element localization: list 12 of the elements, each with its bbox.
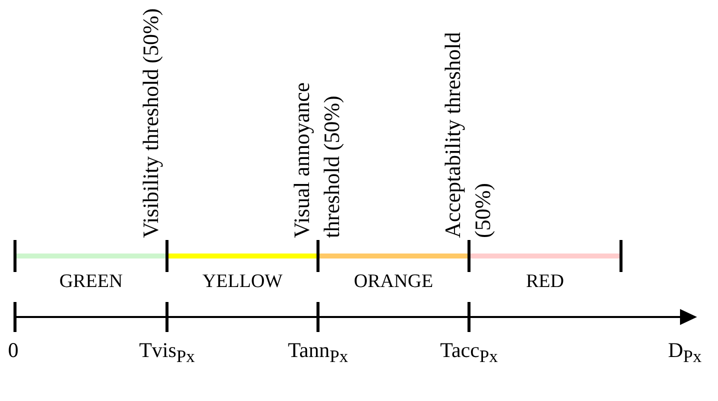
threshold-label: Acceptability threshold (50%) xyxy=(439,31,496,238)
zone-label: ORANGE xyxy=(354,272,434,291)
threshold-label: Visibility threshold (50%) xyxy=(137,7,164,238)
threshold-label: Visual annoyance threshold (50%) xyxy=(288,81,345,238)
zone-label: RED xyxy=(526,272,564,291)
zone-label: GREEN xyxy=(59,272,123,291)
tick-label: Tvis$_{Px}$ xyxy=(139,340,195,366)
axis-label: D$_{Px}$ xyxy=(668,340,702,366)
tick-label: Tacc$_{Px}$ xyxy=(440,340,498,366)
zone-label: YELLOW xyxy=(202,272,283,291)
tick-label: Tann$_{Px}$ xyxy=(288,340,348,366)
tick-label: 0 xyxy=(8,340,18,361)
